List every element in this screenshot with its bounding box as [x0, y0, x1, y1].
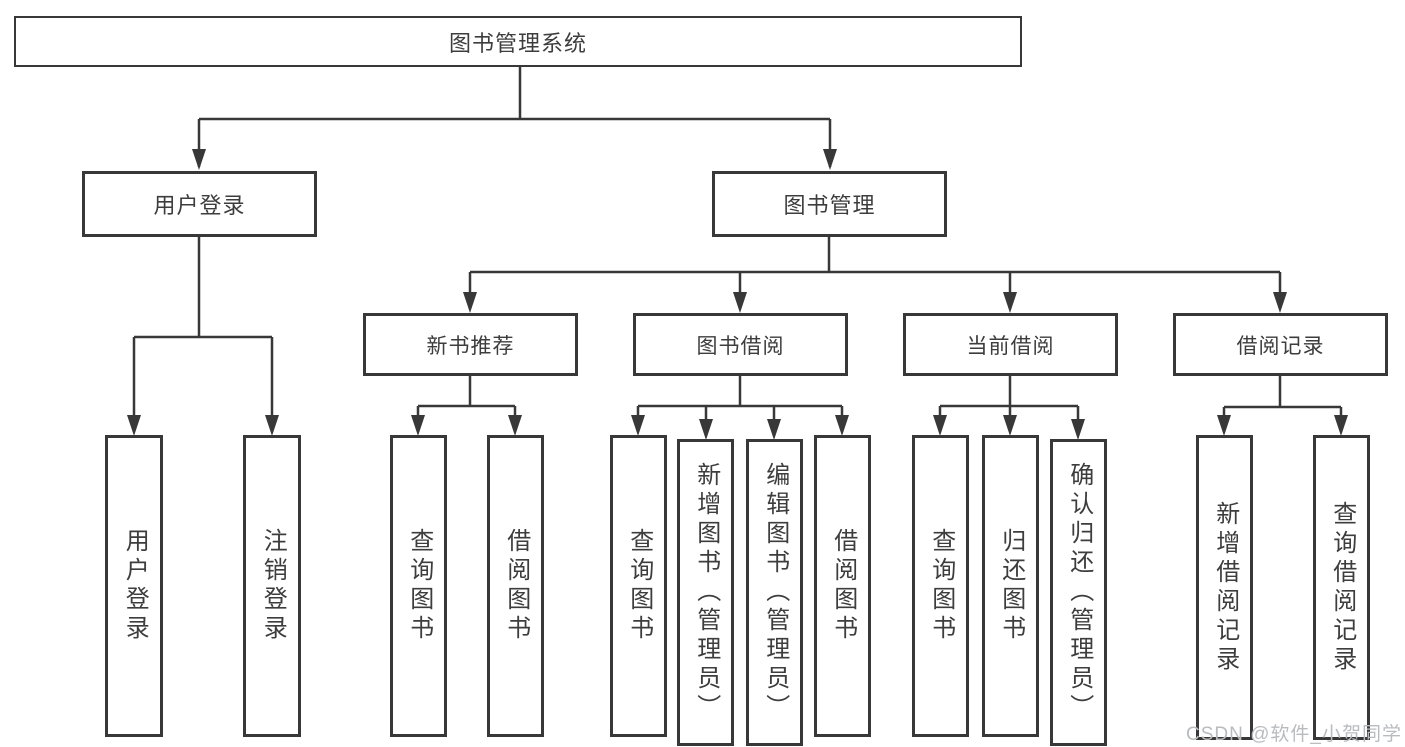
leaf-borrow-books-recommend: 借阅图书 [487, 435, 544, 737]
node-label: 新增图书（管理员） [692, 462, 720, 723]
node-label: 用户登录 [153, 193, 246, 218]
leaf-add-books-admin: 新增图书（管理员） [677, 439, 734, 746]
node-library-management-system: 图书管理系统 [14, 16, 1022, 67]
node-current-borrowing: 当前借阅 [903, 313, 1118, 376]
leaf-query-books-current: 查询图书 [912, 435, 969, 737]
node-label: 图书管理系统 [448, 30, 587, 56]
node-label: 借阅图书 [829, 528, 857, 644]
node-label: 图书管理 [783, 193, 876, 218]
leaf-logout: 注销登录 [243, 435, 301, 737]
leaf-add-borrow-record: 新增借阅记录 [1196, 435, 1253, 740]
node-label: 用户登录 [121, 528, 149, 644]
node-label: 查询借阅记录 [1328, 500, 1356, 675]
leaf-return-books: 归还图书 [982, 435, 1039, 737]
node-label: 当前借阅 [966, 334, 1055, 358]
node-label: 编辑图书（管理员） [761, 462, 789, 723]
node-label: 查询图书 [927, 528, 955, 644]
node-book-borrowing: 图书借阅 [633, 313, 848, 376]
leaf-query-borrow-record: 查询借阅记录 [1313, 435, 1370, 740]
node-book-management: 图书管理 [712, 171, 947, 237]
leaf-borrow-books: 借阅图书 [814, 435, 871, 737]
leaf-query-books-recommend: 查询图书 [390, 435, 447, 737]
leaf-confirm-return-admin: 确认归还（管理员） [1050, 439, 1107, 746]
node-label: 查询图书 [625, 528, 653, 644]
node-borrowing-records: 借阅记录 [1173, 313, 1388, 376]
node-label: 新书推荐 [426, 334, 515, 358]
node-label: 新增借阅记录 [1211, 500, 1239, 675]
node-label: 借阅记录 [1236, 334, 1325, 358]
node-label: 确认归还（管理员） [1065, 462, 1093, 723]
node-label: 注销登录 [259, 528, 287, 644]
node-label: 查询图书 [405, 528, 433, 644]
node-label: 归还图书 [997, 528, 1025, 644]
leaf-query-books-borrow: 查询图书 [610, 435, 667, 737]
leaf-user-login: 用户登录 [105, 435, 163, 737]
node-label: 借阅图书 [502, 528, 530, 644]
node-user-login: 用户登录 [82, 171, 317, 237]
node-new-book-recommendation: 新书推荐 [363, 313, 578, 376]
leaf-edit-books-admin: 编辑图书（管理员） [746, 439, 803, 746]
node-label: 图书借阅 [696, 334, 785, 358]
